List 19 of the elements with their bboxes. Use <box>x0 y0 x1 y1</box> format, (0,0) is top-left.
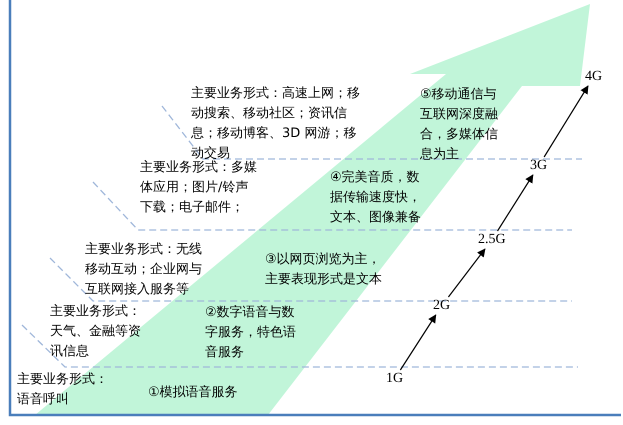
generation-label: 2.5G <box>478 232 506 248</box>
generation-label: 1G <box>386 371 404 387</box>
arrow <box>544 85 589 158</box>
feature-text: ①模拟语音服务 <box>148 384 239 402</box>
generation-label: 3G <box>530 158 548 174</box>
service-text: 主要业务形式：无线移动互动；企业网与互联网接入服务等 <box>85 241 203 299</box>
arrow <box>448 248 486 298</box>
feature-text: ④完美音质，数据传输速度快，文本、图像兼备 <box>330 169 422 227</box>
generation-label: 2G <box>433 298 450 314</box>
feature-text: ②数字语音与数字服务，特色语音服务 <box>205 304 297 362</box>
service-text: 主要业务形式：语音呼叫 <box>17 371 109 409</box>
generation-label: 4G <box>585 69 602 85</box>
service-text: 主要业务形式：天气、金融等资讯信息 <box>50 303 142 361</box>
arrow <box>497 174 534 232</box>
feature-text: ⑤移动通信与互联网深度融合，多媒体信息为主 <box>420 86 499 164</box>
service-text: 主要业务形式：多媒体应用；图片/铃声下载；电子邮件； <box>140 159 258 217</box>
arrow <box>400 314 436 370</box>
feature-text: ③以网页浏览为主，主要表现形式是文本 <box>265 251 383 289</box>
service-text: 主要业务形式：高速上网；移动搜索、移动社区；资讯信息；移动博客、3D 网游；移动交易 <box>191 85 361 161</box>
